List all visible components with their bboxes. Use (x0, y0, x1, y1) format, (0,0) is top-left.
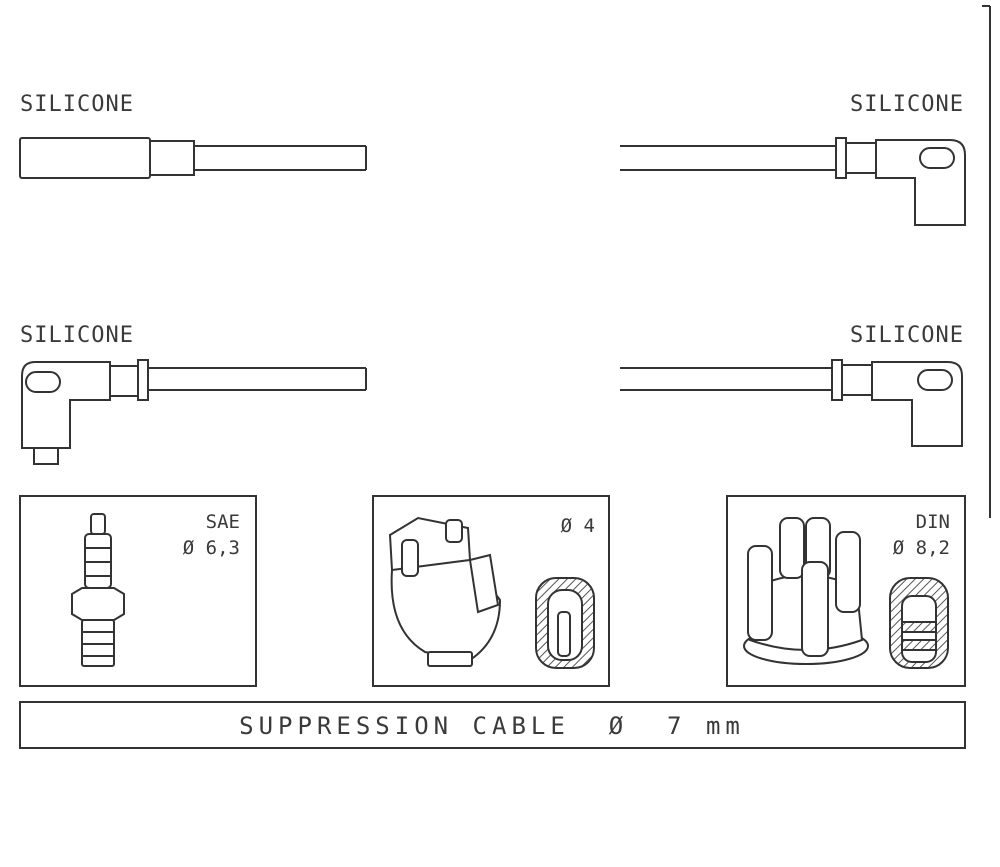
angled-boot-mid-right (620, 359, 963, 447)
coil-terminal-section-icon (535, 577, 595, 669)
angled-boot-mid-left (21, 359, 367, 465)
distributor-spec-1: DIN (916, 511, 950, 533)
distributor-cap-icon (743, 517, 869, 665)
right-bracket (982, 5, 991, 518)
straight-boot-top-left (19, 137, 367, 179)
distributor-terminal-section-icon (889, 577, 949, 669)
distributor-spec-2: Ø 8,2 (893, 537, 950, 559)
caption-text: SUPPRESSION CABLE Ø 7 mm (239, 712, 745, 740)
panel-distributor: DIN Ø 8,2 (726, 495, 966, 687)
spark-plug-spec-1: SAE (206, 511, 240, 533)
ignition-coil-icon (388, 516, 502, 667)
panel-spark-plug: SAE Ø 6,3 (19, 495, 257, 687)
spark-plug-icon (71, 513, 125, 667)
label-mid-right: SILICONE (850, 323, 964, 348)
label-mid-left: SILICONE (20, 323, 134, 348)
label-top-left: SILICONE (20, 92, 134, 117)
coil-spec-1: Ø 4 (561, 515, 595, 537)
spark-plug-spec-2: Ø 6,3 (183, 537, 240, 559)
panel-coil: Ø 4 (372, 495, 610, 687)
caption-bar: SUPPRESSION CABLE Ø 7 mm (19, 701, 966, 749)
angled-boot-top-right (620, 137, 966, 226)
label-top-right: SILICONE (850, 92, 964, 117)
